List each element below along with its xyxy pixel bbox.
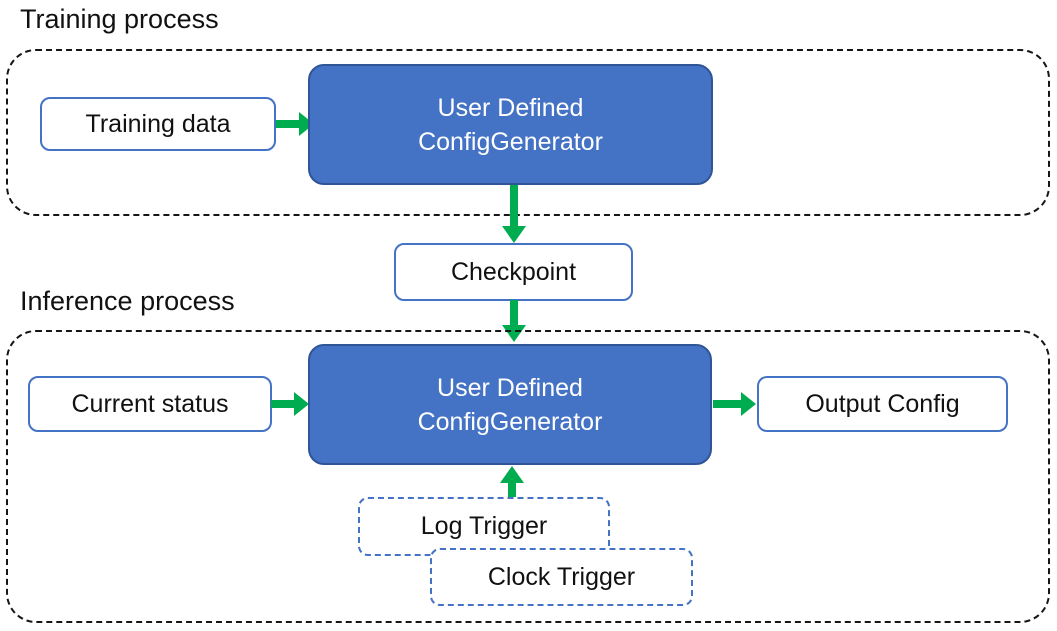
arrow-generator-to-output-config: [713, 392, 756, 416]
arrow-triggers-to-generator: [500, 466, 524, 497]
inference-config-generator-line2: ConfigGenerator: [417, 407, 603, 436]
arrow-training-data-to-generator: [276, 112, 314, 136]
training-process-label: Training process: [20, 4, 219, 34]
current-status-box: Current status: [28, 376, 272, 432]
arrow-current-status-to-generator: [271, 392, 309, 416]
checkpoint-box: Checkpoint: [394, 243, 633, 301]
training-config-generator-box: User Defined ConfigGenerator: [308, 64, 713, 185]
inference-process-label: Inference process: [20, 286, 235, 316]
training-data-box: Training data: [40, 97, 276, 151]
inference-config-generator-box: User Defined ConfigGenerator: [308, 344, 712, 465]
clock-trigger-box: Clock Trigger: [430, 548, 693, 606]
output-config-box: Output Config: [757, 376, 1008, 432]
training-process-container: [6, 49, 1050, 216]
training-config-generator-line1: User Defined: [437, 93, 584, 122]
arrow-generator-to-checkpoint: [502, 185, 526, 243]
inference-process-container: [6, 330, 1050, 623]
training-config-generator-line2: ConfigGenerator: [418, 127, 603, 156]
inference-config-generator-line1: User Defined: [437, 373, 583, 402]
